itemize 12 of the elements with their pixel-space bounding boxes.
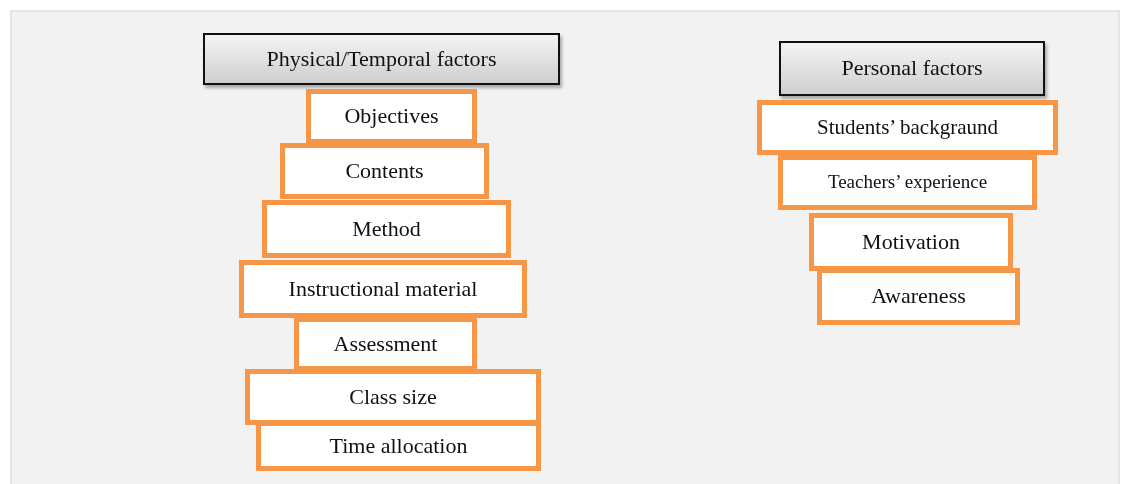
factor-box: Objectives	[306, 89, 477, 144]
factor-box: Method	[262, 200, 511, 258]
factor-box: Assessment	[294, 317, 477, 371]
category-header-box: Physical/Temporal factors	[203, 33, 560, 85]
factor-box: Teachers’ experience	[778, 155, 1037, 210]
factor-box: Instructional material	[239, 260, 527, 318]
factor-box: Awareness	[817, 268, 1020, 325]
factor-box: Motivation	[809, 213, 1013, 271]
factor-box: Class size	[245, 369, 541, 425]
factor-box: Students’ backgraund	[757, 100, 1058, 155]
factor-box: Contents	[280, 143, 489, 199]
category-header-box: Personal factors	[779, 41, 1045, 96]
